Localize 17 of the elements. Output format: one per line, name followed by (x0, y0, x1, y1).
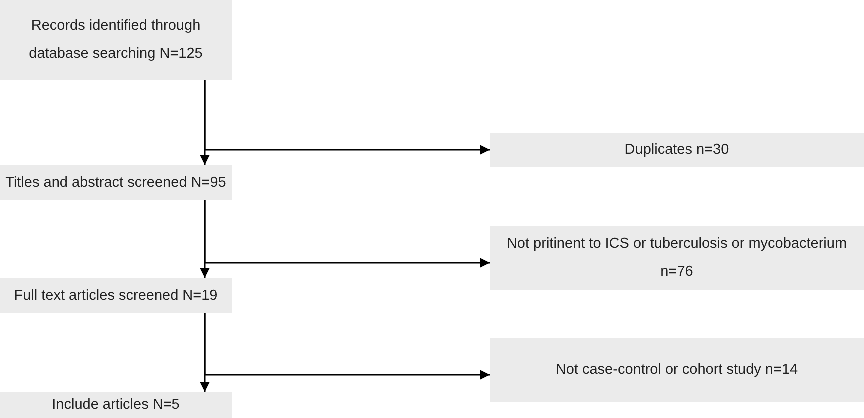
process-box (490, 338, 864, 402)
process-box (0, 0, 232, 80)
box-text: Include articles N=5 (52, 396, 180, 415)
arrow (204, 80, 490, 155)
box-text: Full text articles screened N=19 (14, 286, 218, 306)
arrow (204, 200, 490, 268)
process-box (490, 226, 864, 290)
box-text: Not pritinent to ICS or tuberculosis or mycobacterium n=76 (506, 235, 848, 282)
arrow (204, 313, 490, 380)
box-text: Not case-control or cohort study n=14 (556, 361, 798, 380)
process-box (0, 165, 232, 200)
box-text: Records identified through database searching N=125 (28, 17, 204, 64)
box-text: Duplicates n=30 (624, 141, 730, 160)
process-box (490, 133, 864, 167)
process-box (0, 392, 232, 418)
process-box (0, 278, 232, 313)
box-text: Titles and abstract screened N=95 (6, 174, 226, 192)
